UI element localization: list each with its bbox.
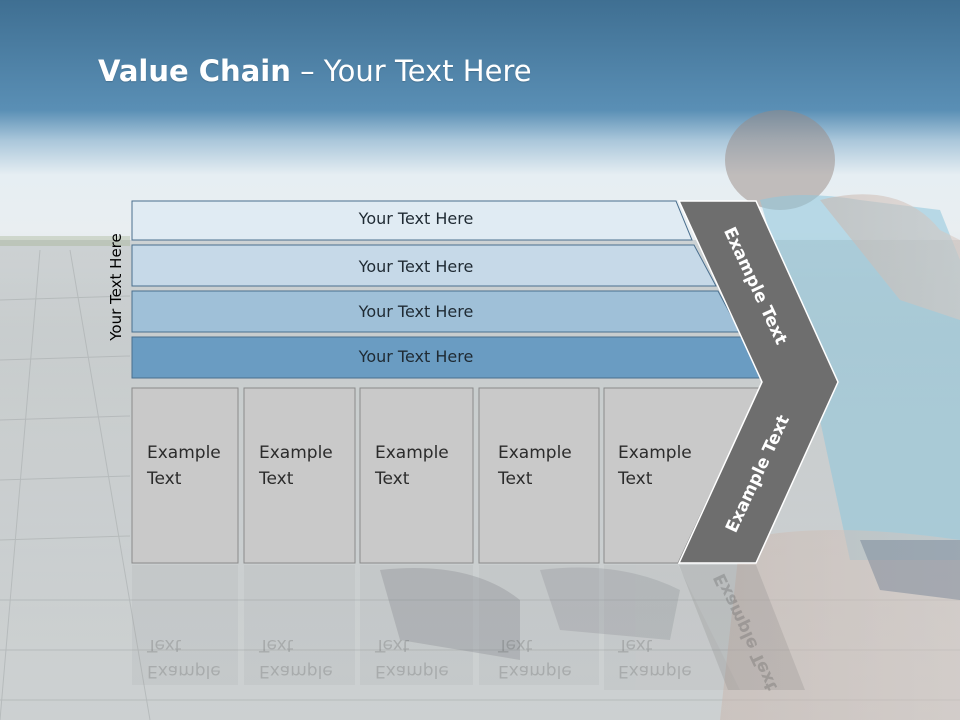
box-3-reflection-line1: Example xyxy=(375,661,449,681)
band-2 xyxy=(131,244,717,287)
box-2-reflection-line1: Example xyxy=(259,661,333,681)
box-3 xyxy=(359,387,474,564)
box-2-line1: Example xyxy=(259,443,333,463)
box-4-label: Example Text xyxy=(498,440,572,492)
title-rest: – Your Text Here xyxy=(290,54,532,88)
box-1-label: Example Text xyxy=(147,440,221,492)
box-2 xyxy=(243,387,356,564)
chevron-reflection xyxy=(679,565,805,690)
chevron-arrow xyxy=(677,200,839,564)
box-4-reflection-line2: Text xyxy=(498,635,533,655)
box-3-reflection-line2: Text xyxy=(375,635,410,655)
box-2-line2: Text xyxy=(259,469,294,489)
box-1-line1: Example xyxy=(147,443,221,463)
box-5 xyxy=(603,387,761,564)
box-2-reflection-line2: Text xyxy=(259,635,294,655)
band-3-label: Your Text Here xyxy=(358,302,474,321)
box-3-label: Example Text xyxy=(375,440,449,492)
boxes-reflection xyxy=(132,565,740,690)
band-2-label: Your Text Here xyxy=(358,257,474,276)
box-5-line1: Example xyxy=(618,443,692,463)
box-4 xyxy=(478,387,600,564)
box-3-line2: Text xyxy=(375,469,410,489)
box-1-reflection-line1: Example xyxy=(147,661,221,681)
box-1-reflection: Example Text xyxy=(147,632,221,684)
box-3-line1: Example xyxy=(375,443,449,463)
box-3-reflection: Example Text xyxy=(375,632,449,684)
box-2-label: Example Text xyxy=(259,440,333,492)
title-bold: Value Chain xyxy=(98,54,291,88)
band-4-label: Your Text Here xyxy=(358,347,474,366)
box-5-line2: Text xyxy=(618,469,653,489)
box-4-reflection: Example Text xyxy=(498,632,572,684)
box-1-reflection-line2: Text xyxy=(147,635,182,655)
box-1 xyxy=(131,387,239,564)
box-4-reflection-line1: Example xyxy=(498,661,572,681)
box-5-label: Example Text xyxy=(618,440,692,492)
box-5-reflection-line1: Example xyxy=(618,661,692,681)
box-5-reflection-line2: Text xyxy=(618,635,653,655)
box-2-reflection: Example Text xyxy=(259,632,333,684)
box-4-line2: Text xyxy=(498,469,533,489)
box-4-line1: Example xyxy=(498,443,572,463)
band-1-label: Your Text Here xyxy=(358,209,474,228)
box-1-line2: Text xyxy=(147,469,182,489)
slide-title: Value Chain – Your Text Here xyxy=(98,54,532,88)
band-1 xyxy=(131,200,693,241)
box-5-reflection: Example Text xyxy=(618,632,692,684)
